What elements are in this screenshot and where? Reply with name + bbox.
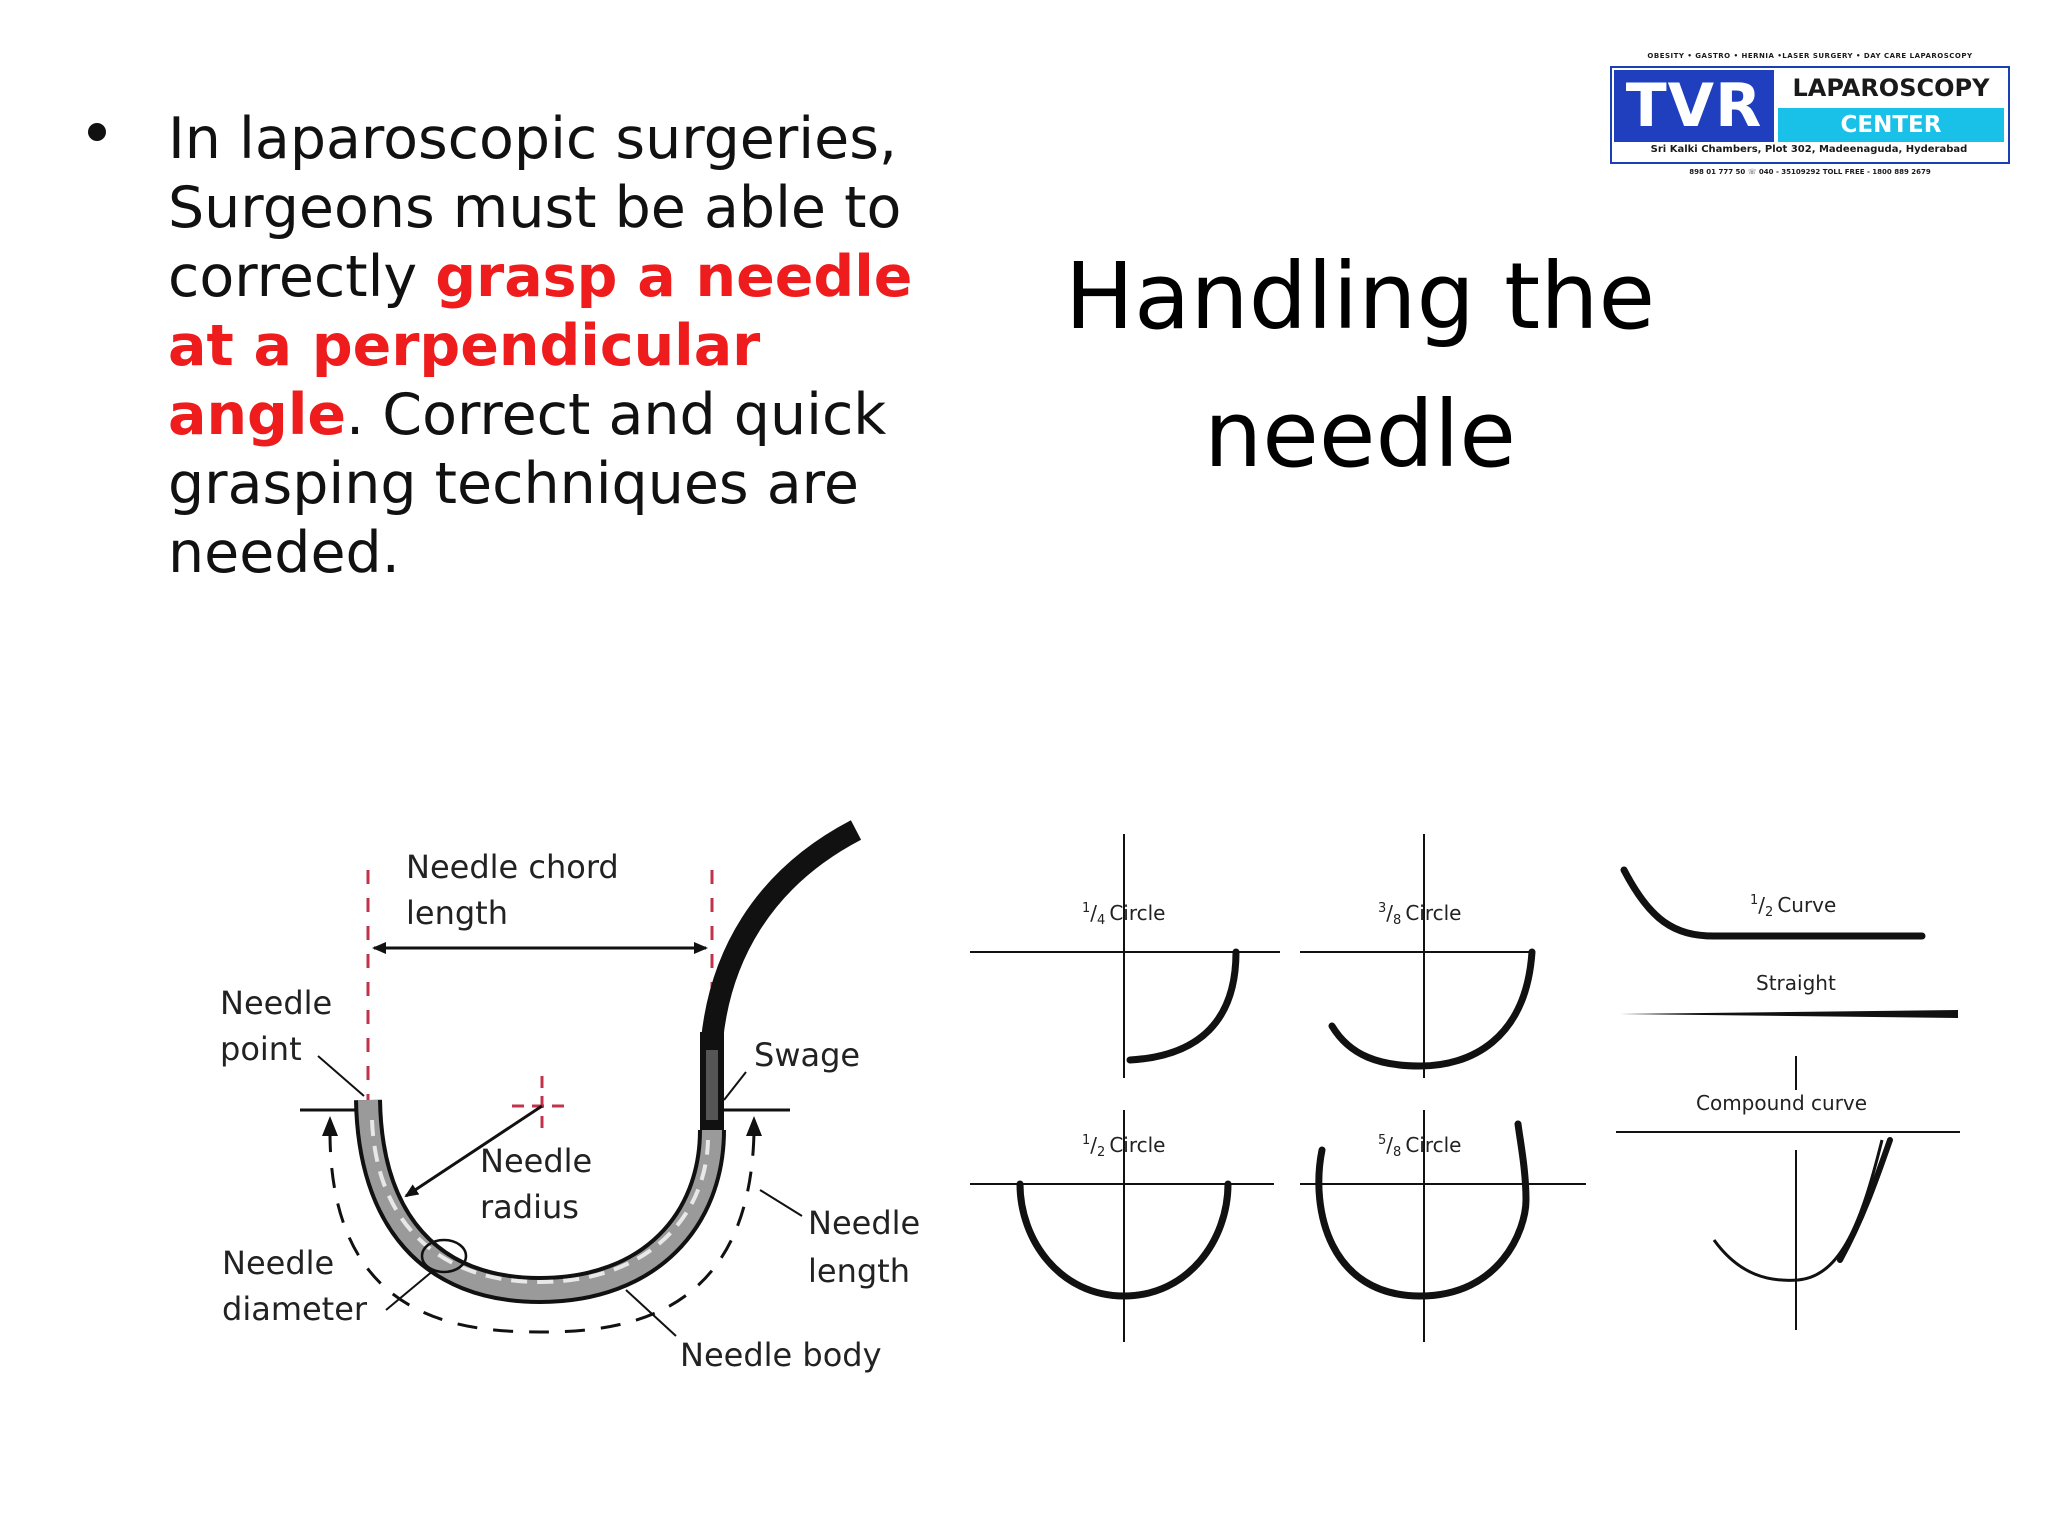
- straight-shape: Straight: [1620, 971, 1958, 1018]
- five-eighths-num: 5: [1378, 1133, 1386, 1148]
- chord-label-line1: Needle chord: [406, 848, 619, 886]
- five-eighths-den: 8: [1393, 1145, 1401, 1160]
- swage-leader: [723, 1071, 747, 1101]
- logo-address: Sri Kalki Chambers, Plot 302, Madeenagud…: [1650, 144, 1968, 155]
- point-tick-arrow: [322, 1116, 338, 1136]
- diameter-label-line1: Needle: [222, 1244, 334, 1282]
- radius-arrow: [404, 1104, 543, 1198]
- chord-label-line2: length: [406, 894, 508, 932]
- quarter-den: 4: [1097, 913, 1105, 928]
- logo-phone: 898 01 777 50 ☏ 040 - 35109292 TOLL FREE…: [1689, 168, 1931, 176]
- logo-brand: TVR: [1614, 70, 1774, 142]
- body-label: Needle body: [680, 1336, 882, 1374]
- three-eighths-word: Circle: [1405, 901, 1461, 925]
- straight-label: Straight: [1756, 971, 1836, 995]
- half-den: 2: [1097, 1145, 1105, 1160]
- three-eighths-den: 8: [1393, 913, 1401, 928]
- length-label-line1: Needle: [808, 1204, 920, 1242]
- bullet-highlight: grasp a needle at a perpendicular angle: [168, 244, 913, 448]
- logo-box: TVR LAPAROSCOPY CENTER Sri Kalki Chamber…: [1610, 66, 2010, 164]
- swage-label: Swage: [754, 1036, 860, 1074]
- logo-center: CENTER: [1778, 108, 2004, 142]
- slide-title: Handling the needle: [1010, 228, 1710, 504]
- slide-title-line1: Handling the: [1064, 243, 1656, 350]
- needle-body-center: [370, 1119, 710, 1285]
- five-eighths-word: Circle: [1405, 1133, 1461, 1157]
- radius-label-line2: radius: [480, 1188, 579, 1226]
- quarter-num: 1: [1082, 901, 1090, 916]
- length-label-line2: length: [808, 1252, 910, 1290]
- tvr-logo: OBESITY • GASTRO • HERNIA •LASER SURGERY…: [1610, 52, 2010, 182]
- compound-curve-shape: Compound curve: [1616, 1056, 1960, 1330]
- three-eighths-num: 3: [1378, 901, 1386, 916]
- half-curve-num: 1: [1750, 893, 1758, 908]
- bullet-marker: [88, 123, 106, 141]
- bullet-paragraph: In laparoscopic surgeries, Surgeons must…: [88, 105, 928, 588]
- point-label-line2: point: [220, 1030, 302, 1068]
- length-leader: [759, 1189, 803, 1217]
- half-curve-den: 2: [1765, 905, 1773, 920]
- diameter-leader: [385, 1269, 435, 1311]
- diameter-label-line2: diameter: [222, 1290, 368, 1328]
- needle-anatomy-diagram: Needle chord length Needle point Swage N…: [200, 800, 940, 1380]
- swage-tick-arrow: [746, 1116, 762, 1136]
- bullet-text-part1: In laparoscopic surgeries, Surgeons must…: [168, 106, 902, 310]
- half-num: 1: [1082, 1133, 1090, 1148]
- logo-laparoscopy: LAPAROSCOPY: [1792, 74, 1990, 102]
- needle-length-arc: [328, 1131, 756, 1334]
- point-label-line1: Needle: [220, 984, 332, 1022]
- diameter-ellipse: [420, 1238, 468, 1274]
- swage-inner: [706, 1050, 718, 1120]
- point-leader: [317, 1055, 365, 1097]
- radius-label-line1: Needle: [480, 1142, 592, 1180]
- body-leader: [625, 1289, 677, 1337]
- needle-body-fill: [358, 1099, 722, 1301]
- suture-thread: [701, 820, 862, 1042]
- half-curve-word: Curve: [1777, 893, 1836, 917]
- quarter-word: Circle: [1109, 901, 1165, 925]
- bullet-text: In laparoscopic surgeries, Surgeons must…: [168, 105, 928, 588]
- logo-services-line: OBESITY • GASTRO • HERNIA •LASER SURGERY…: [1647, 52, 1973, 60]
- bullet-text-part2: . Correct and quick grasping techniques …: [168, 382, 887, 586]
- compound-label: Compound curve: [1696, 1091, 1867, 1115]
- half-word: Circle: [1109, 1133, 1165, 1157]
- slide-title-line2: needle: [1203, 381, 1517, 488]
